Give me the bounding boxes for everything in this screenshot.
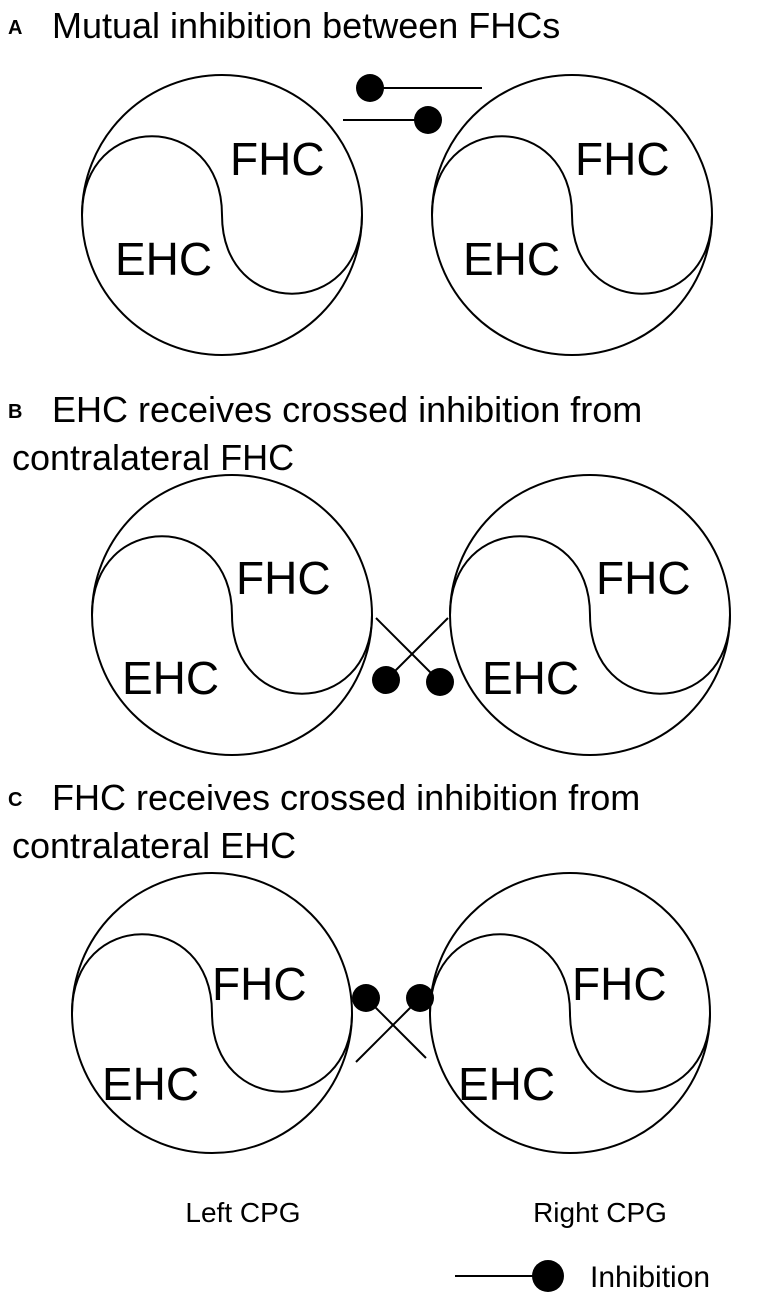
panel-c-left-cpg: FHC EHC bbox=[71, 872, 353, 1154]
inhibition-synapse-dot bbox=[352, 984, 380, 1012]
panel-a: A Mutual inhibition between FHCs FHC EHC… bbox=[8, 5, 713, 356]
panel-c-inhibition-connections bbox=[352, 984, 434, 1063]
half-center-divider bbox=[449, 535, 731, 695]
panel-b-inhibition-connections bbox=[372, 617, 454, 696]
fhc-label: FHC bbox=[212, 958, 307, 1010]
half-center-divider bbox=[91, 535, 373, 695]
panel-a-left-cpg: FHC EHC bbox=[81, 74, 363, 356]
inhibition-line-right-fhc-to-left-ehc bbox=[385, 617, 449, 681]
panel-c-letter: C bbox=[8, 789, 22, 811]
inhibition-synapse-dot bbox=[406, 984, 434, 1012]
panel-b-title-line-1: EHC receives crossed inhibition from bbox=[52, 389, 642, 430]
inhibition-line-left-ehc-to-right-fhc bbox=[355, 997, 421, 1063]
inhibition-synapse-dot bbox=[356, 74, 384, 102]
half-center-divider bbox=[431, 135, 713, 295]
inhibition-line-left-fhc-to-right-ehc bbox=[375, 617, 441, 683]
inhibition-line-right-ehc-to-left-fhc bbox=[365, 997, 427, 1059]
ehc-label: EHC bbox=[463, 233, 560, 285]
fhc-label: FHC bbox=[575, 133, 670, 185]
panel-b-title-line-2: contralateral FHC bbox=[12, 437, 294, 478]
panel-a-title: Mutual inhibition between FHCs bbox=[52, 5, 560, 46]
half-center-divider bbox=[71, 933, 353, 1093]
panel-c: C FHC receives crossed inhibition from c… bbox=[8, 777, 711, 1154]
inhibition-synapse-dot bbox=[414, 106, 442, 134]
ehc-label: EHC bbox=[482, 652, 579, 704]
ehc-label: EHC bbox=[115, 233, 212, 285]
fhc-label: FHC bbox=[596, 552, 691, 604]
fhc-label: FHC bbox=[572, 958, 667, 1010]
half-center-divider bbox=[81, 135, 363, 295]
panel-b-left-cpg: FHC EHC bbox=[91, 474, 373, 756]
right-cpg-label: Right CPG bbox=[533, 1197, 667, 1228]
left-cpg-label: Left CPG bbox=[185, 1197, 300, 1228]
panel-c-title-line-2: contralateral EHC bbox=[12, 825, 296, 866]
ehc-label: EHC bbox=[102, 1058, 199, 1110]
ehc-label: EHC bbox=[122, 652, 219, 704]
legend: Inhibition bbox=[455, 1260, 710, 1294]
ehc-label: EHC bbox=[458, 1058, 555, 1110]
fhc-label: FHC bbox=[230, 133, 325, 185]
panel-a-right-cpg: FHC EHC bbox=[431, 74, 713, 356]
panel-c-title-line-1: FHC receives crossed inhibition from bbox=[52, 777, 640, 818]
panel-a-letter: A bbox=[8, 17, 22, 39]
inhibition-synapse-dot bbox=[426, 668, 454, 696]
panel-a-inhibition-connections bbox=[343, 74, 482, 134]
panel-b-letter: B bbox=[8, 401, 22, 423]
legend-inhibition-label: Inhibition bbox=[590, 1261, 710, 1294]
panel-b-right-cpg: FHC EHC bbox=[449, 474, 731, 756]
half-center-divider bbox=[429, 933, 711, 1093]
panel-b: B EHC receives crossed inhibition from c… bbox=[8, 389, 731, 756]
fhc-label: FHC bbox=[236, 552, 331, 604]
legend-inhibition-dot bbox=[532, 1260, 564, 1292]
panel-c-right-cpg: FHC EHC bbox=[429, 872, 711, 1154]
inhibition-synapse-dot bbox=[372, 666, 400, 694]
